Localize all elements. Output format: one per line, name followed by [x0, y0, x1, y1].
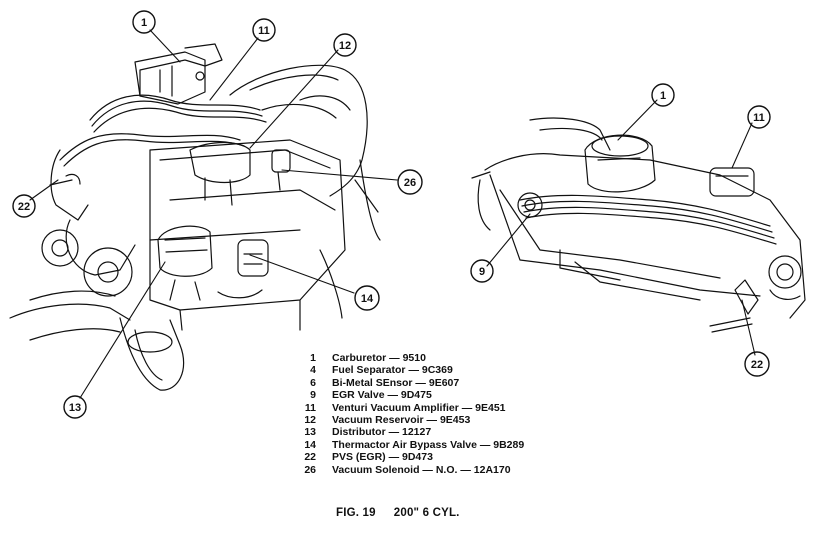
right-engine-illustration [471, 117, 806, 333]
callout-left-bypass-valve: 14 [354, 285, 380, 311]
callout-left-amplifier: 11 [252, 18, 276, 42]
callout-right-egr-valve: 9 [470, 259, 494, 283]
callout-right-carburetor: 1 [651, 83, 675, 107]
svg-text:22: 22 [18, 201, 30, 213]
callout-right-pvs: 22 [744, 351, 770, 377]
figure-title: 200" 6 CYL. [393, 507, 460, 519]
legend-number: 14 [304, 438, 316, 451]
legend-label: Venturi Vacuum Amplifier — 9E451 [332, 401, 506, 414]
callout-left-carburetor: 1 [132, 10, 156, 34]
left-engine-illustration [9, 43, 381, 391]
legend-number: 11 [304, 401, 316, 414]
svg-text:1: 1 [660, 90, 666, 102]
legend-label: Fuel Separator — 9C369 [332, 364, 453, 377]
legend-row: 9 EGR Valve — 9D475 [290, 389, 620, 401]
legend-row: 12 Vacuum Reservoir — 9E453 [290, 414, 620, 426]
legend-label: Vacuum Reservoir — 9E453 [332, 414, 471, 427]
legend-number: 9 [310, 389, 316, 402]
legend-number: 26 [304, 463, 316, 476]
legend-row: 4 Fuel Separator — 9C369 [290, 364, 620, 376]
legend-row: 26 Vacuum Solenoid — N.O. — 12A170 [290, 464, 620, 476]
legend-label: Bi-Metal SEnsor — 9E607 [332, 376, 460, 389]
figure-caption: FIG. 19 200" 6 CYL. [336, 507, 478, 519]
svg-text:1: 1 [141, 17, 147, 29]
legend-label: Distributor — 12127 [332, 426, 432, 439]
legend-row: 13 Distributor — 12127 [290, 426, 620, 438]
callout-left-solenoid: 26 [397, 169, 423, 195]
legend-number: 4 [310, 364, 316, 377]
svg-text:11: 11 [258, 25, 270, 37]
legend-row: 22 PVS (EGR) — 9D473 [290, 451, 620, 463]
legend-label: Thermactor Air Bypass Valve — 9B289 [332, 438, 525, 451]
legend-label: PVS (EGR) — 9D473 [332, 451, 433, 464]
legend-number: 22 [304, 451, 316, 464]
callout-left-reservoir: 12 [333, 33, 357, 57]
svg-text:22: 22 [751, 359, 763, 371]
legend-label: Carburetor — 9510 [332, 352, 426, 364]
callout-left-pvs: 22 [12, 194, 36, 218]
leader-lines [29, 29, 756, 399]
legend-label: EGR Valve — 9D475 [332, 389, 432, 402]
legend-row: 11 Venturi Vacuum Amplifier — 9E451 [290, 402, 620, 414]
svg-text:14: 14 [361, 293, 374, 305]
legend-number: 12 [304, 414, 316, 427]
legend-number: 1 [310, 352, 316, 364]
svg-text:11: 11 [753, 112, 765, 124]
parts-legend: 1 Carburetor — 9510 4 Fuel Separator — 9C3… [290, 352, 620, 476]
legend-label: Vacuum Solenoid — N.O. — 12A170 [332, 463, 511, 476]
svg-text:26: 26 [404, 177, 416, 189]
callout-right-amplifier: 11 [747, 105, 771, 129]
svg-text:13: 13 [69, 402, 81, 414]
legend-row: 14 Thermactor Air Bypass Valve — 9B289 [290, 439, 620, 451]
svg-text:9: 9 [479, 266, 485, 278]
legend-row: 1 Carburetor — 9510 [290, 352, 620, 364]
callout-left-distributor: 13 [63, 395, 87, 419]
callouts: 1 11 12 26 22 14 13 1 11 9 22 [12, 10, 771, 419]
svg-text:12: 12 [339, 40, 351, 52]
legend-row: 6 Bi-Metal SEnsor — 9E607 [290, 377, 620, 389]
figure-number: FIG. 19 [336, 507, 376, 519]
legend-number: 6 [310, 376, 316, 389]
legend-number: 13 [304, 426, 316, 439]
